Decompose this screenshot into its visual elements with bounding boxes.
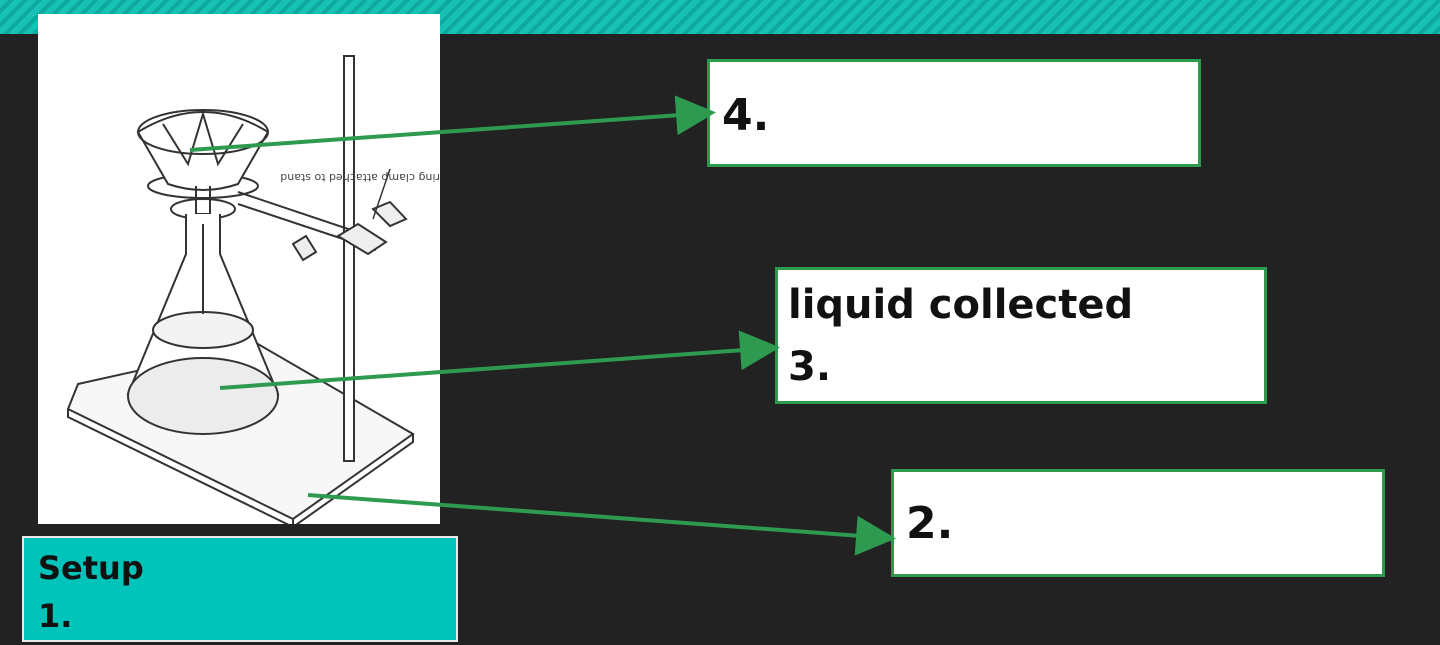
label-4-number: 4. — [722, 90, 770, 141]
ring-clamp-label: ring clamp attached to stand — [280, 171, 440, 184]
filtration-apparatus-illustration: ring clamp attached to stand — [38, 14, 440, 524]
label-box-2[interactable]: 2. — [891, 469, 1385, 577]
label-3-text: liquid collected — [788, 282, 1134, 328]
setup-title: Setup — [38, 549, 144, 587]
label-3-number: 3. — [788, 344, 832, 390]
apparatus-drawing: ring clamp attached to stand — [66, 55, 440, 524]
label-box-3[interactable]: liquid collected 3. — [775, 267, 1267, 404]
support-rod — [343, 55, 355, 462]
setup-item-number: 1. — [38, 597, 73, 635]
label-box-4[interactable]: 4. — [707, 59, 1201, 167]
setup-box: Setup 1. — [22, 536, 458, 642]
label-2-number: 2. — [906, 498, 954, 549]
